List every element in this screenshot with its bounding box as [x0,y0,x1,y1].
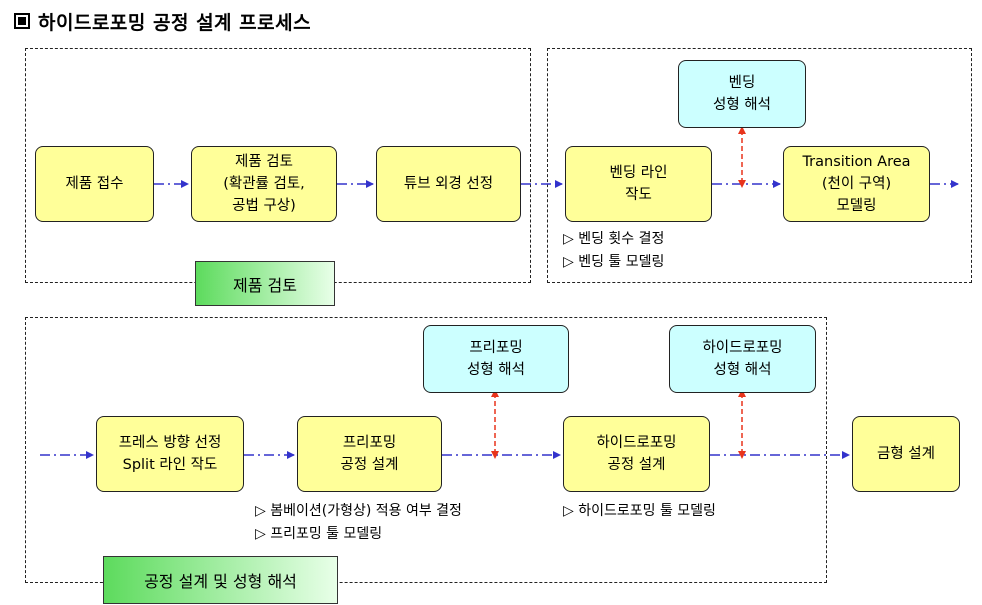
box-hydroforming-analysis: 하이드로포밍 성형 해석 [669,325,816,393]
box-bending-analysis: 벤딩 성형 해석 [678,60,806,128]
box-press-direction: 프레스 방향 선정 Split 라인 작도 [96,416,244,492]
box-transition-area: Transition Area (천이 구역) 모델링 [783,146,930,222]
note-hydroforming: ▷ 하이드로포밍 툴 모델링 [563,500,716,523]
label-product-review: 제품 검토 [195,261,335,306]
note-bombation: ▷ 봄베이션(가형상) 적용 여부 결정 [255,503,462,519]
box-tube-diameter: 튜브 외경 선정 [376,146,521,222]
square-bullet-icon [14,13,30,29]
note-bending: ▷ 벤딩 횟수 결정 ▷ 벤딩 툴 모델링 [563,228,664,274]
box-preform-analysis: 프리포밍 성형 해석 [423,325,569,393]
box-bending-line: 벤딩 라인 작도 [565,146,712,222]
label-process-design: 공정 설계 및 성형 해석 [103,556,338,604]
box-preform-design: 프리포밍 공정 설계 [297,416,442,492]
region-bending [547,48,972,283]
box-product-intake: 제품 접수 [35,146,154,222]
note-hydroforming-tool: ▷ 하이드로포밍 툴 모델링 [563,503,716,519]
note-bending-count: ▷ 벤딩 횟수 결정 [563,231,665,247]
region-process-design [25,317,827,583]
box-product-review: 제품 검토 (확관률 검토, 공법 구상) [191,146,337,222]
note-preform: ▷ 봄베이션(가형상) 적용 여부 결정 ▷ 프리포밍 툴 모델링 [255,500,462,546]
page-title: 하이드로포밍 공정 설계 프로세스 [14,8,311,35]
note-bending-tool: ▷ 벤딩 툴 모델링 [563,254,665,270]
note-preform-tool: ▷ 프리포밍 툴 모델링 [255,526,383,542]
box-die-design: 금형 설계 [852,416,960,492]
page-title-text: 하이드로포밍 공정 설계 프로세스 [38,12,312,34]
box-hydroforming-design: 하이드로포밍 공정 설계 [563,416,710,492]
